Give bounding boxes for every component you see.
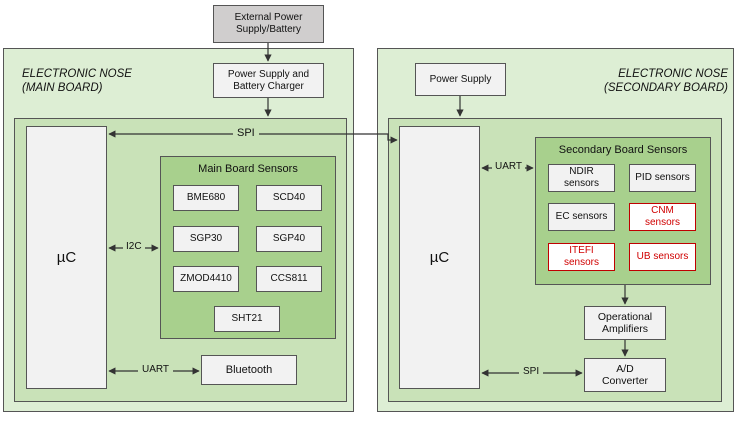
external-power-box: External Power Supply/Battery <box>213 5 324 43</box>
sensor-pid: PID sensors <box>629 164 696 192</box>
secondary-power-supply-box: Power Supply <box>415 63 506 96</box>
sensor-sgp40: SGP40 <box>256 226 322 252</box>
uart-secondary-label: UART <box>492 161 526 172</box>
main-microcontroller: µC <box>26 126 107 389</box>
spi-secondary-label: SPI <box>519 366 544 377</box>
sensor-itefi: ITEFI sensors <box>548 243 615 271</box>
ad-converter-box: A/D Converter <box>584 358 666 392</box>
uart-main-label: UART <box>138 364 174 375</box>
sensor-zmod4410: ZMOD4410 <box>173 266 239 292</box>
sensor-cnm: CNM sensors <box>629 203 696 231</box>
sensor-sht21: SHT21 <box>214 306 280 332</box>
sensor-ec: EC sensors <box>548 203 615 231</box>
secondary-microcontroller: µC <box>399 126 480 389</box>
sensor-ndir: NDIR sensors <box>548 164 615 192</box>
sensor-ub: UB sensors <box>629 243 696 271</box>
main-board-title: ELECTRONIC NOSE (MAIN BOARD) <box>22 68 132 94</box>
spi-top-label: SPI <box>233 127 259 139</box>
sensor-sgp30: SGP30 <box>173 226 239 252</box>
i2c-label: I2C <box>123 241 145 252</box>
sensor-ccs811: CCS811 <box>256 266 322 292</box>
main-power-supply-box: Power Supply and Battery Charger <box>213 63 324 98</box>
bluetooth-box: Bluetooth <box>201 355 297 385</box>
main-board-sensors-title: Main Board Sensors <box>198 163 298 175</box>
secondary-board-sensors-title: Secondary Board Sensors <box>558 144 688 156</box>
secondary-board-title: ELECTRONIC NOSE (SECONDARY BOARD) <box>604 68 728 94</box>
sensor-scd40: SCD40 <box>256 185 322 211</box>
sensor-bme680: BME680 <box>173 185 239 211</box>
operational-amplifiers-box: Operational Amplifiers <box>584 306 666 340</box>
